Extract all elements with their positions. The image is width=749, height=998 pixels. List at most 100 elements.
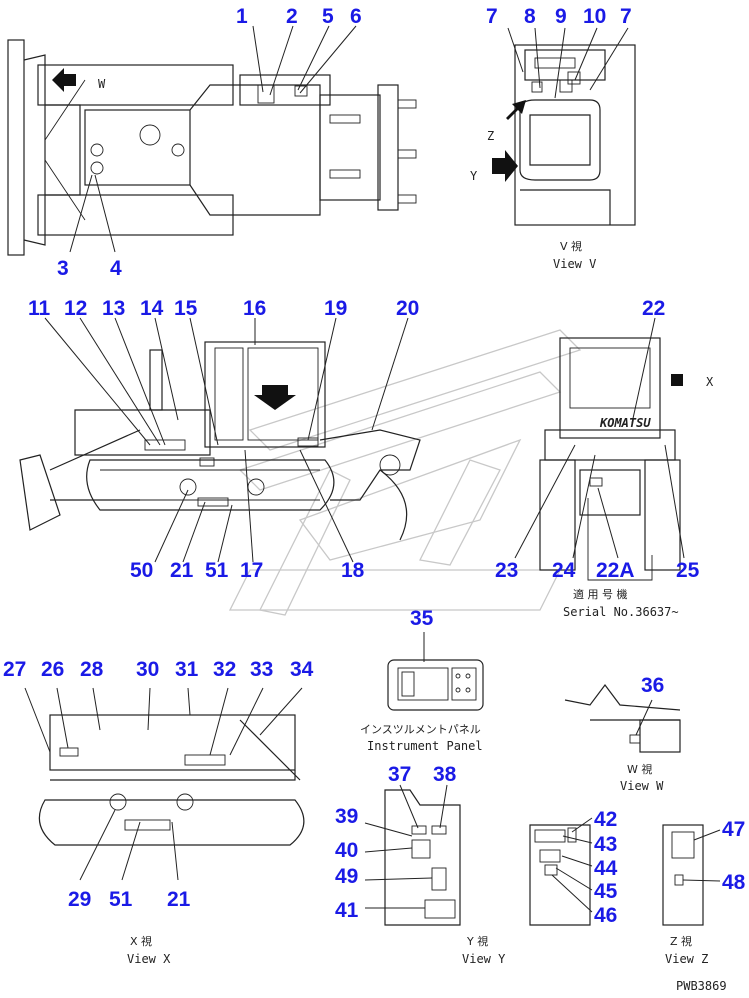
callout-23: 23 bbox=[495, 559, 518, 582]
callout-22: 22 bbox=[642, 297, 665, 320]
callout-51-x: 51 bbox=[109, 888, 133, 911]
callout-15: 15 bbox=[174, 297, 198, 320]
callout-24: 24 bbox=[552, 559, 576, 582]
callout-49: 49 bbox=[335, 865, 358, 888]
caption-view-y-jp: Y 視 bbox=[466, 934, 488, 948]
callout-5: 5 bbox=[322, 5, 334, 28]
caption-view-w: View W bbox=[620, 779, 664, 793]
callout-41: 41 bbox=[335, 899, 359, 922]
view-y-drawing bbox=[384, 789, 591, 926]
callout-21-x: 21 bbox=[167, 888, 191, 911]
caption-panel-jp: インスツルメントパネル bbox=[360, 723, 481, 736]
caption-view-x: View X bbox=[127, 952, 171, 966]
brand-logo-text: KOMATSU bbox=[599, 416, 651, 430]
callout-12: 12 bbox=[64, 297, 87, 320]
callout-42: 42 bbox=[594, 808, 617, 831]
callout-51-side: 51 bbox=[205, 559, 229, 582]
leader-36 bbox=[635, 699, 653, 736]
caption-view-y: View Y bbox=[462, 952, 506, 966]
caption-panel: Instrument Panel bbox=[367, 739, 483, 753]
callout-32: 32 bbox=[213, 658, 236, 681]
callout-7-left: 7 bbox=[486, 5, 498, 28]
rear-view-dozer: KOMATSU X bbox=[539, 337, 714, 571]
callout-25: 25 bbox=[676, 559, 700, 582]
callout-14: 14 bbox=[140, 297, 164, 320]
callout-numbers: 1 2 5 6 3 4 7 8 9 10 7 11 12 13 14 15 16… bbox=[3, 5, 746, 927]
caption-serial-jp: 適 用 号 機 bbox=[573, 587, 628, 601]
callout-31: 31 bbox=[175, 658, 199, 681]
caption-view-z: View Z bbox=[665, 952, 708, 966]
callout-22a: 22A bbox=[596, 559, 635, 582]
callout-39: 39 bbox=[335, 805, 358, 828]
callout-17: 17 bbox=[240, 559, 263, 582]
view-x-leaders bbox=[24, 687, 303, 881]
caption-view-w-jp: W 視 bbox=[627, 762, 652, 776]
view-x-drawing bbox=[38, 714, 305, 846]
callout-34: 34 bbox=[290, 658, 314, 681]
callout-50: 50 bbox=[130, 559, 153, 582]
top-view-dozer: W bbox=[7, 39, 417, 256]
captions: V 視 View V 適 用 号 機 Serial No.36637~ インスツ… bbox=[127, 239, 727, 993]
view-w-arrow bbox=[52, 68, 76, 92]
callout-9: 9 bbox=[555, 5, 567, 28]
callout-2: 2 bbox=[286, 5, 298, 28]
callout-36: 36 bbox=[641, 674, 664, 697]
callout-30: 30 bbox=[136, 658, 159, 681]
callout-40: 40 bbox=[335, 839, 358, 862]
callout-35: 35 bbox=[410, 607, 434, 630]
callout-33: 33 bbox=[250, 658, 273, 681]
view-v-arrow bbox=[254, 385, 296, 410]
callout-8: 8 bbox=[524, 5, 536, 28]
side-view-dozer bbox=[19, 341, 421, 541]
callout-13: 13 bbox=[102, 297, 125, 320]
view-y-leaders bbox=[364, 784, 593, 913]
callout-10: 10 bbox=[583, 5, 606, 28]
caption-view-v: View V bbox=[553, 257, 596, 271]
callout-26: 26 bbox=[41, 658, 64, 681]
rear-view-leaders bbox=[514, 317, 685, 581]
view-w-drawing bbox=[564, 684, 681, 753]
callout-44: 44 bbox=[594, 857, 618, 880]
callout-6: 6 bbox=[350, 5, 362, 28]
callout-4: 4 bbox=[110, 257, 122, 280]
callout-37: 37 bbox=[388, 763, 411, 786]
callout-46: 46 bbox=[594, 904, 617, 927]
caption-serial: Serial No.36637~ bbox=[563, 605, 679, 619]
callout-7-right: 7 bbox=[620, 5, 632, 28]
callout-21-side: 21 bbox=[170, 559, 194, 582]
watermark-logo bbox=[228, 329, 582, 616]
callout-43: 43 bbox=[594, 833, 617, 856]
view-v-drawing: Y Z bbox=[470, 44, 636, 226]
arrow-label-z: Z bbox=[487, 129, 494, 143]
view-z-drawing bbox=[662, 824, 704, 926]
view-v-leaders bbox=[507, 27, 629, 99]
caption-view-v-jp: V 視 bbox=[560, 239, 582, 253]
side-view-leaders bbox=[44, 317, 409, 563]
callout-1: 1 bbox=[236, 5, 248, 28]
callout-28: 28 bbox=[80, 658, 104, 681]
caption-view-x-jp: X 視 bbox=[130, 934, 152, 948]
callout-16: 16 bbox=[243, 297, 266, 320]
callout-38: 38 bbox=[433, 763, 457, 786]
view-y-arrow bbox=[492, 150, 518, 182]
caption-view-z-jp: Z 視 bbox=[670, 934, 692, 948]
top-view-leaders bbox=[69, 25, 357, 253]
view-x-arrow bbox=[671, 370, 695, 386]
instrument-panel-drawing bbox=[387, 659, 484, 711]
callout-27: 27 bbox=[3, 658, 26, 681]
callout-19: 19 bbox=[324, 297, 347, 320]
callout-20: 20 bbox=[396, 297, 419, 320]
callout-29: 29 bbox=[68, 888, 91, 911]
arrow-label-x: X bbox=[706, 375, 714, 389]
callout-47: 47 bbox=[722, 818, 745, 841]
arrow-label-y: Y bbox=[470, 169, 478, 183]
callout-11: 11 bbox=[28, 297, 51, 320]
view-z-leaders bbox=[682, 829, 721, 882]
callout-48: 48 bbox=[722, 871, 746, 894]
drawing-number: PWB3869 bbox=[676, 979, 727, 993]
callout-45: 45 bbox=[594, 880, 618, 903]
callout-3: 3 bbox=[57, 257, 69, 280]
callout-18: 18 bbox=[341, 559, 365, 582]
